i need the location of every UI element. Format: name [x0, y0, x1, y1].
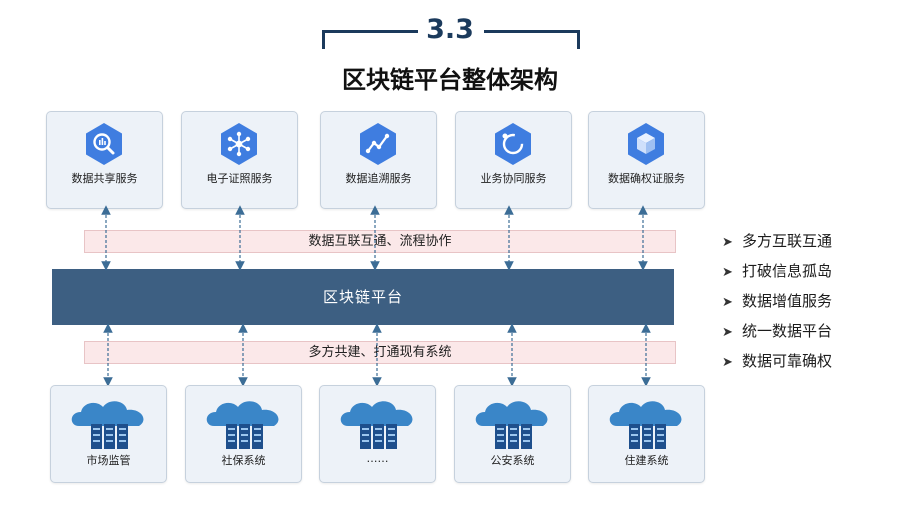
system-label: 社保系统 — [221, 454, 266, 467]
system-label: 市场监管 — [86, 454, 131, 467]
top-band: 数据互联互通、流程协作 — [84, 230, 676, 253]
system-card-market-supervision[interactable]: 市场监管 — [50, 385, 167, 483]
chevron-right-icon: ➤ — [722, 235, 733, 250]
cloud-server-icon — [340, 401, 413, 449]
chevron-right-icon: ➤ — [722, 355, 733, 370]
heading-rule-right — [484, 30, 580, 33]
cloud-server-icon — [475, 401, 548, 449]
feature-item: ➤多方互联互通 — [722, 226, 832, 256]
system-card-housing[interactable]: 住建系统 — [588, 385, 705, 483]
chevron-right-icon: ➤ — [722, 265, 733, 280]
chevron-right-icon: ➤ — [722, 295, 733, 310]
service-card-business-collab[interactable]: 业务协同服务 — [455, 111, 572, 209]
system-card-social-security[interactable]: 社保系统 — [185, 385, 302, 483]
service-label: 数据共享服务 — [71, 172, 138, 185]
system-label: …… — [366, 452, 389, 465]
service-label: 数据追溯服务 — [345, 172, 412, 185]
feature-item: ➤数据增值服务 — [722, 286, 832, 316]
bigquery-icon — [86, 123, 122, 165]
feature-item: ➤数据可靠确权 — [722, 346, 832, 376]
service-card-data-rights[interactable]: 数据确权证服务 — [588, 111, 705, 209]
cloud-server-icon — [71, 401, 144, 449]
blockchain-platform: 区块链平台 — [52, 269, 674, 325]
service-label: 业务协同服务 — [480, 172, 547, 185]
cloud-server-icon — [206, 401, 279, 449]
heading-tick-left — [322, 30, 325, 49]
section-number: 3.3 — [426, 14, 474, 45]
ring-sync-icon — [495, 123, 531, 165]
chevron-right-icon: ➤ — [722, 325, 733, 340]
features-list: ➤多方互联互通 ➤打破信息孤岛 ➤数据增值服务 ➤统一数据平台 ➤数据可靠确权 — [722, 226, 832, 376]
network-hub-icon — [221, 123, 257, 165]
system-card-public-security[interactable]: 公安系统 — [454, 385, 571, 483]
system-card-etc[interactable]: …… — [319, 385, 436, 483]
cloud-server-icon — [609, 401, 682, 449]
service-card-e-license[interactable]: 电子证照服务 — [181, 111, 298, 209]
feature-item: ➤打破信息孤岛 — [722, 256, 832, 286]
trend-icon — [360, 123, 396, 165]
heading-tick-right — [577, 30, 580, 49]
service-card-data-tracing[interactable]: 数据追溯服务 — [320, 111, 437, 209]
cube-icon — [628, 123, 664, 165]
system-label: 住建系统 — [624, 454, 669, 467]
heading-rule-left — [322, 30, 418, 33]
service-label: 电子证照服务 — [206, 172, 273, 185]
page-title: 区块链平台整体架构 — [342, 66, 558, 94]
system-label: 公安系统 — [490, 454, 535, 467]
feature-item: ➤统一数据平台 — [722, 316, 832, 346]
service-label: 数据确权证服务 — [608, 172, 685, 185]
